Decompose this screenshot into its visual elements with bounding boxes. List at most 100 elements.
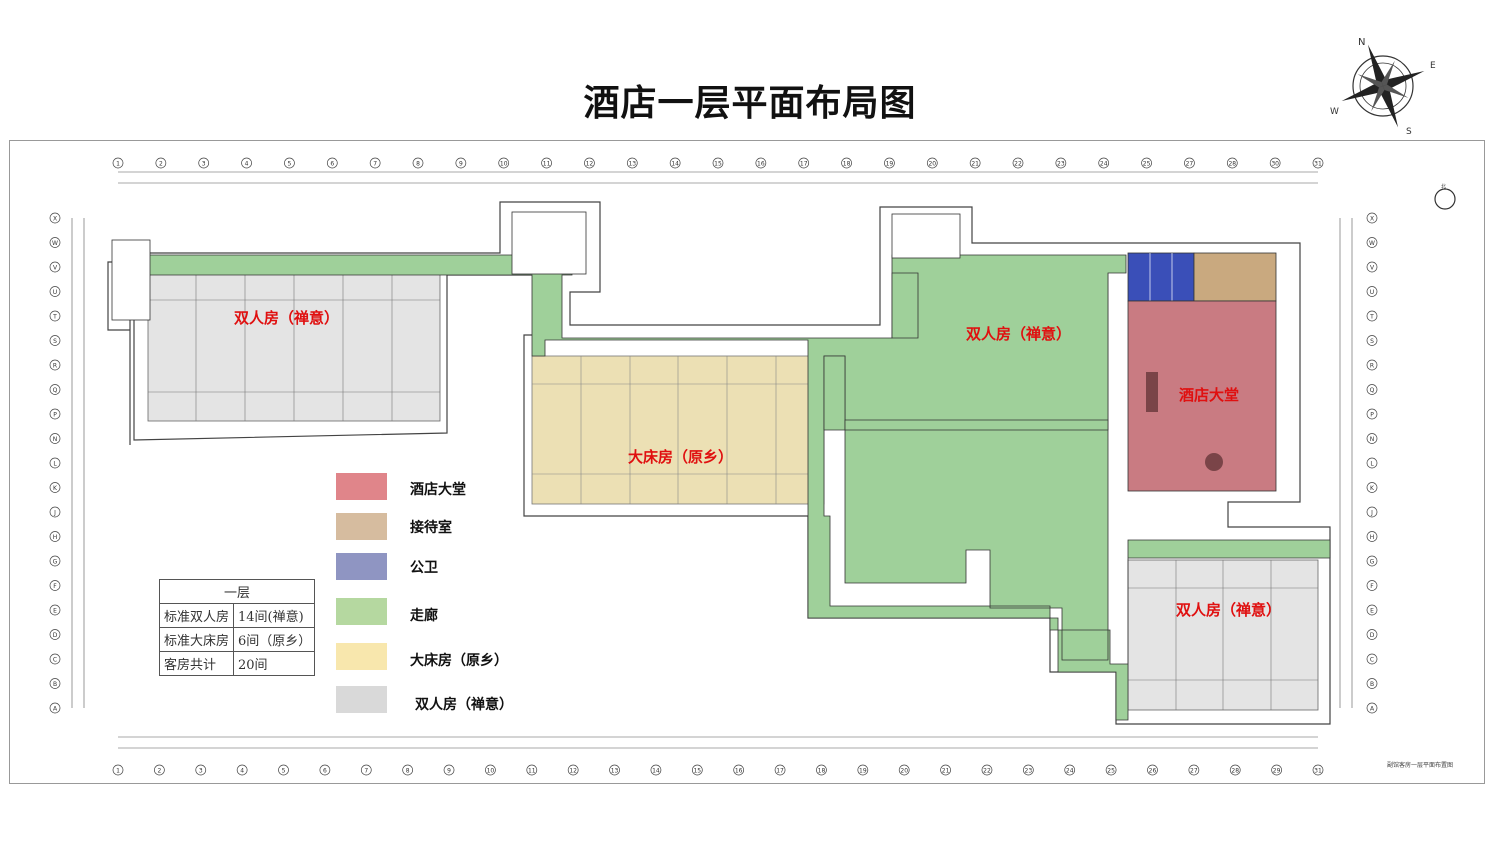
table-row: 客房共计 20间 <box>158 651 316 676</box>
axis-bottom-label: 31 <box>1314 768 1322 775</box>
axis-left-label: E <box>53 608 57 615</box>
axis-bottom-bubble <box>195 764 207 776</box>
axis-bottom-label: 6 <box>323 768 327 775</box>
legend-swatch-king <box>336 643 387 670</box>
axis-top-bubble <box>1012 157 1024 169</box>
axis-left-bubble <box>49 237 61 248</box>
axis-top-bubble <box>455 157 467 169</box>
axis-left-label: D <box>53 632 58 639</box>
axis-left-label: V <box>53 265 58 272</box>
axis-bottom-bubble <box>898 764 910 776</box>
axis-right-label: W <box>1369 240 1375 247</box>
axis-bottom-label: 26 <box>1149 768 1157 775</box>
axis-top-label: 30 <box>1271 161 1279 168</box>
axis-bottom-label: 9 <box>447 768 451 775</box>
axis-bottom-bubble <box>774 764 786 776</box>
axis-left-bubble <box>49 261 61 273</box>
axis-left-label: K <box>53 485 58 492</box>
axis-right-label: E <box>1370 608 1374 615</box>
axis-bottom-bubble <box>1312 764 1324 776</box>
axis-right-bubble <box>1366 555 1378 567</box>
summary-type: 标准双人房 <box>158 603 235 628</box>
axis-right-bubble <box>1366 237 1378 248</box>
axis-bottom-bubble <box>567 764 579 776</box>
axis-bottom-bubble <box>236 764 248 776</box>
axis-top-label: 17 <box>800 161 808 168</box>
room-label-lobby: 酒店大堂 <box>1179 386 1240 404</box>
axis-right-label: H <box>1370 534 1375 541</box>
axis-bottom-label: 24 <box>1066 768 1074 775</box>
axis-right-label: A <box>1370 706 1375 713</box>
axis-right-bubble <box>1366 310 1378 322</box>
axis-bottom-bubble <box>485 764 496 776</box>
axis-left-bubble <box>49 408 61 420</box>
axis-bottom-bubble <box>443 764 455 776</box>
compass-rose-icon: N E S W <box>1330 37 1436 137</box>
axis-bottom-label: 14 <box>652 768 660 775</box>
zone-twin-left <box>147 272 441 422</box>
legend-swatch-corridor <box>336 598 387 625</box>
summary-type: 标准大床房 <box>158 627 235 652</box>
axis-right-bubble <box>1366 457 1378 469</box>
compass-e: E <box>1430 61 1436 71</box>
axis-bottom-label: 10 <box>487 768 495 775</box>
axis-top-label: 6 <box>330 161 334 168</box>
axis-left-label: A <box>53 706 58 713</box>
axis-top-label: 24 <box>1100 161 1108 168</box>
axis-bottom-label: 17 <box>776 768 784 775</box>
axis-bottom-label: 28 <box>1231 768 1239 775</box>
axis-top-bubble <box>798 157 810 169</box>
axis-right-bubble <box>1366 212 1378 224</box>
axis-right-label: X <box>1370 216 1374 223</box>
legend-label-lobby: 酒店大堂 <box>410 482 466 498</box>
axis-right-bubble <box>1366 482 1378 493</box>
axis-right-label: N <box>1370 436 1375 443</box>
axis-top-label: 8 <box>416 161 420 168</box>
axis-bottom-label: 27 <box>1190 768 1198 775</box>
axis-left-label: C <box>53 657 57 664</box>
axis-top-bubble <box>926 157 938 169</box>
axis-top-bubble <box>1184 157 1195 169</box>
axis-bottom-bubble <box>360 764 372 776</box>
axis-bottom-bubble <box>609 764 620 776</box>
axis-left-bubble <box>49 482 61 493</box>
axis-top-bubble <box>198 157 210 169</box>
table-row: 标准双人房 14间(禅意) <box>158 603 316 628</box>
axis-left-label: N <box>53 436 58 443</box>
axis-top-label: 22 <box>1014 161 1022 168</box>
legend-label-corridor: 走廊 <box>410 608 438 624</box>
legend-swatch-lobby <box>336 473 387 500</box>
axis-top-label: 10 <box>500 161 508 168</box>
axis-top-bubble <box>155 157 167 169</box>
axis-bottom-bubble <box>319 764 331 776</box>
axis-left-bubble <box>49 555 61 567</box>
summary-count: 14间(禅意) <box>233 603 316 628</box>
axis-top-bubble <box>626 157 638 169</box>
axis-left-label: F <box>53 583 57 590</box>
axis-top-label: 1 <box>116 161 120 168</box>
axis-left-label: T <box>52 314 57 321</box>
axis-bottom-bubble <box>1105 764 1117 776</box>
axis-bottom-label: 22 <box>983 768 991 775</box>
axis-right-bubble <box>1366 286 1378 297</box>
axis-right-label: G <box>1370 559 1375 566</box>
legend-label-reception: 接待室 <box>410 520 452 536</box>
axis-right-label: R <box>1370 363 1374 370</box>
axis-left-label: B <box>53 681 57 688</box>
table-row: 标准大床房 6间（原乡） <box>158 627 316 652</box>
axis-left-bubble <box>49 212 61 224</box>
north-arrow-icon: 北 <box>1434 183 1456 210</box>
axis-right-label: Q <box>1370 387 1375 394</box>
axis-right-bubble <box>1366 678 1378 689</box>
axis-bottom-label: 18 <box>818 768 826 775</box>
axis-bottom-bubble <box>1064 764 1076 776</box>
axis-bottom-bubble <box>1229 764 1241 776</box>
page-title: 酒店一层平面布局图 <box>583 83 917 124</box>
axis-left-bubble <box>49 653 61 665</box>
axis-bottom-bubble <box>981 764 993 776</box>
axis-bottom-label: 11 <box>528 768 536 775</box>
zone-reception <box>1193 252 1277 302</box>
axis-right-label: D <box>1370 632 1375 639</box>
compass-n: N <box>1358 37 1365 48</box>
